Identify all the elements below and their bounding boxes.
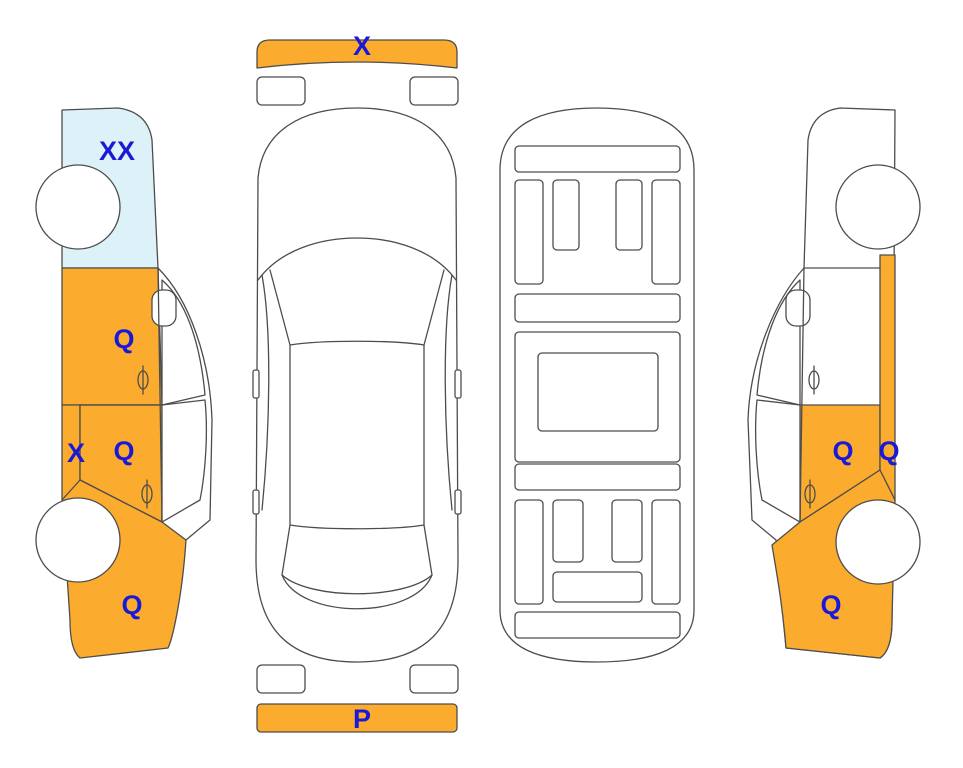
left-side-view: XX Q X Q Q bbox=[35, 107, 213, 659]
rear-left-light bbox=[256, 664, 306, 694]
right-door-line bbox=[799, 267, 805, 523]
left-mirror bbox=[151, 289, 177, 327]
left-rear-door-label: Q bbox=[113, 436, 134, 466]
front-bumper-label: X bbox=[353, 31, 371, 61]
right-rear-quarter-label: Q bbox=[820, 590, 841, 620]
left-front-handle bbox=[137, 365, 149, 395]
under-slot-10 bbox=[514, 499, 544, 605]
underside-outline bbox=[499, 107, 695, 663]
rear-bumper-panel[interactable] bbox=[256, 703, 458, 733]
top-left-pillar bbox=[261, 274, 270, 511]
left-front-quarter-label: XX bbox=[99, 136, 135, 166]
left-glass-outline bbox=[157, 267, 213, 541]
under-slot-15 bbox=[514, 611, 681, 639]
top-view: X P bbox=[252, 31, 462, 734]
under-slot-4 bbox=[615, 179, 643, 251]
under-slot-7 bbox=[514, 331, 681, 463]
under-slot-5 bbox=[651, 179, 681, 285]
right-side-view: Q Q Q bbox=[747, 107, 921, 659]
top-right-pillar bbox=[444, 274, 453, 511]
under-slot-11 bbox=[552, 499, 584, 563]
left-rear-handle bbox=[141, 479, 153, 509]
under-slot-6 bbox=[514, 293, 681, 323]
under-slot-2 bbox=[514, 179, 544, 285]
right-rear-wheel bbox=[835, 499, 921, 585]
underside-view bbox=[499, 107, 695, 663]
right-window-rear bbox=[754, 399, 801, 523]
left-front-door-label: Q bbox=[113, 324, 134, 354]
top-windshield bbox=[257, 237, 457, 281]
front-right-light bbox=[409, 76, 459, 106]
under-slot-3 bbox=[552, 179, 580, 251]
left-window-rear bbox=[161, 399, 208, 523]
right-rear-handle bbox=[804, 479, 816, 509]
left-front-wheel bbox=[35, 164, 121, 250]
under-slot-13 bbox=[651, 499, 681, 605]
under-slot-1 bbox=[514, 145, 681, 173]
right-mirror bbox=[785, 289, 811, 327]
top-right-handle bbox=[454, 489, 462, 515]
top-roof bbox=[289, 344, 425, 530]
under-slot-14 bbox=[552, 571, 643, 603]
left-rocker-label: X bbox=[67, 438, 85, 468]
right-front-wheel bbox=[835, 164, 921, 250]
rear-right-light bbox=[409, 664, 459, 694]
under-slot-9 bbox=[514, 463, 681, 491]
top-rear-window bbox=[281, 524, 433, 595]
top-left-mirror bbox=[252, 369, 260, 399]
front-left-light bbox=[256, 76, 306, 106]
right-front-handle bbox=[808, 365, 820, 395]
left-door-line bbox=[157, 267, 163, 523]
top-rear-deck bbox=[281, 574, 433, 610]
front-bumper-panel[interactable] bbox=[256, 39, 458, 69]
left-rear-quarter-label: Q bbox=[121, 590, 142, 620]
under-slot-12 bbox=[611, 499, 643, 563]
right-rocker-label: Q bbox=[878, 436, 899, 466]
top-cabin-front bbox=[269, 269, 445, 346]
top-right-mirror bbox=[454, 369, 462, 399]
top-left-handle bbox=[252, 489, 260, 515]
left-rear-wheel bbox=[35, 497, 121, 583]
right-rear-door-label: Q bbox=[832, 436, 853, 466]
under-slot-8 bbox=[537, 352, 659, 432]
rear-bumper-label: P bbox=[353, 704, 371, 734]
